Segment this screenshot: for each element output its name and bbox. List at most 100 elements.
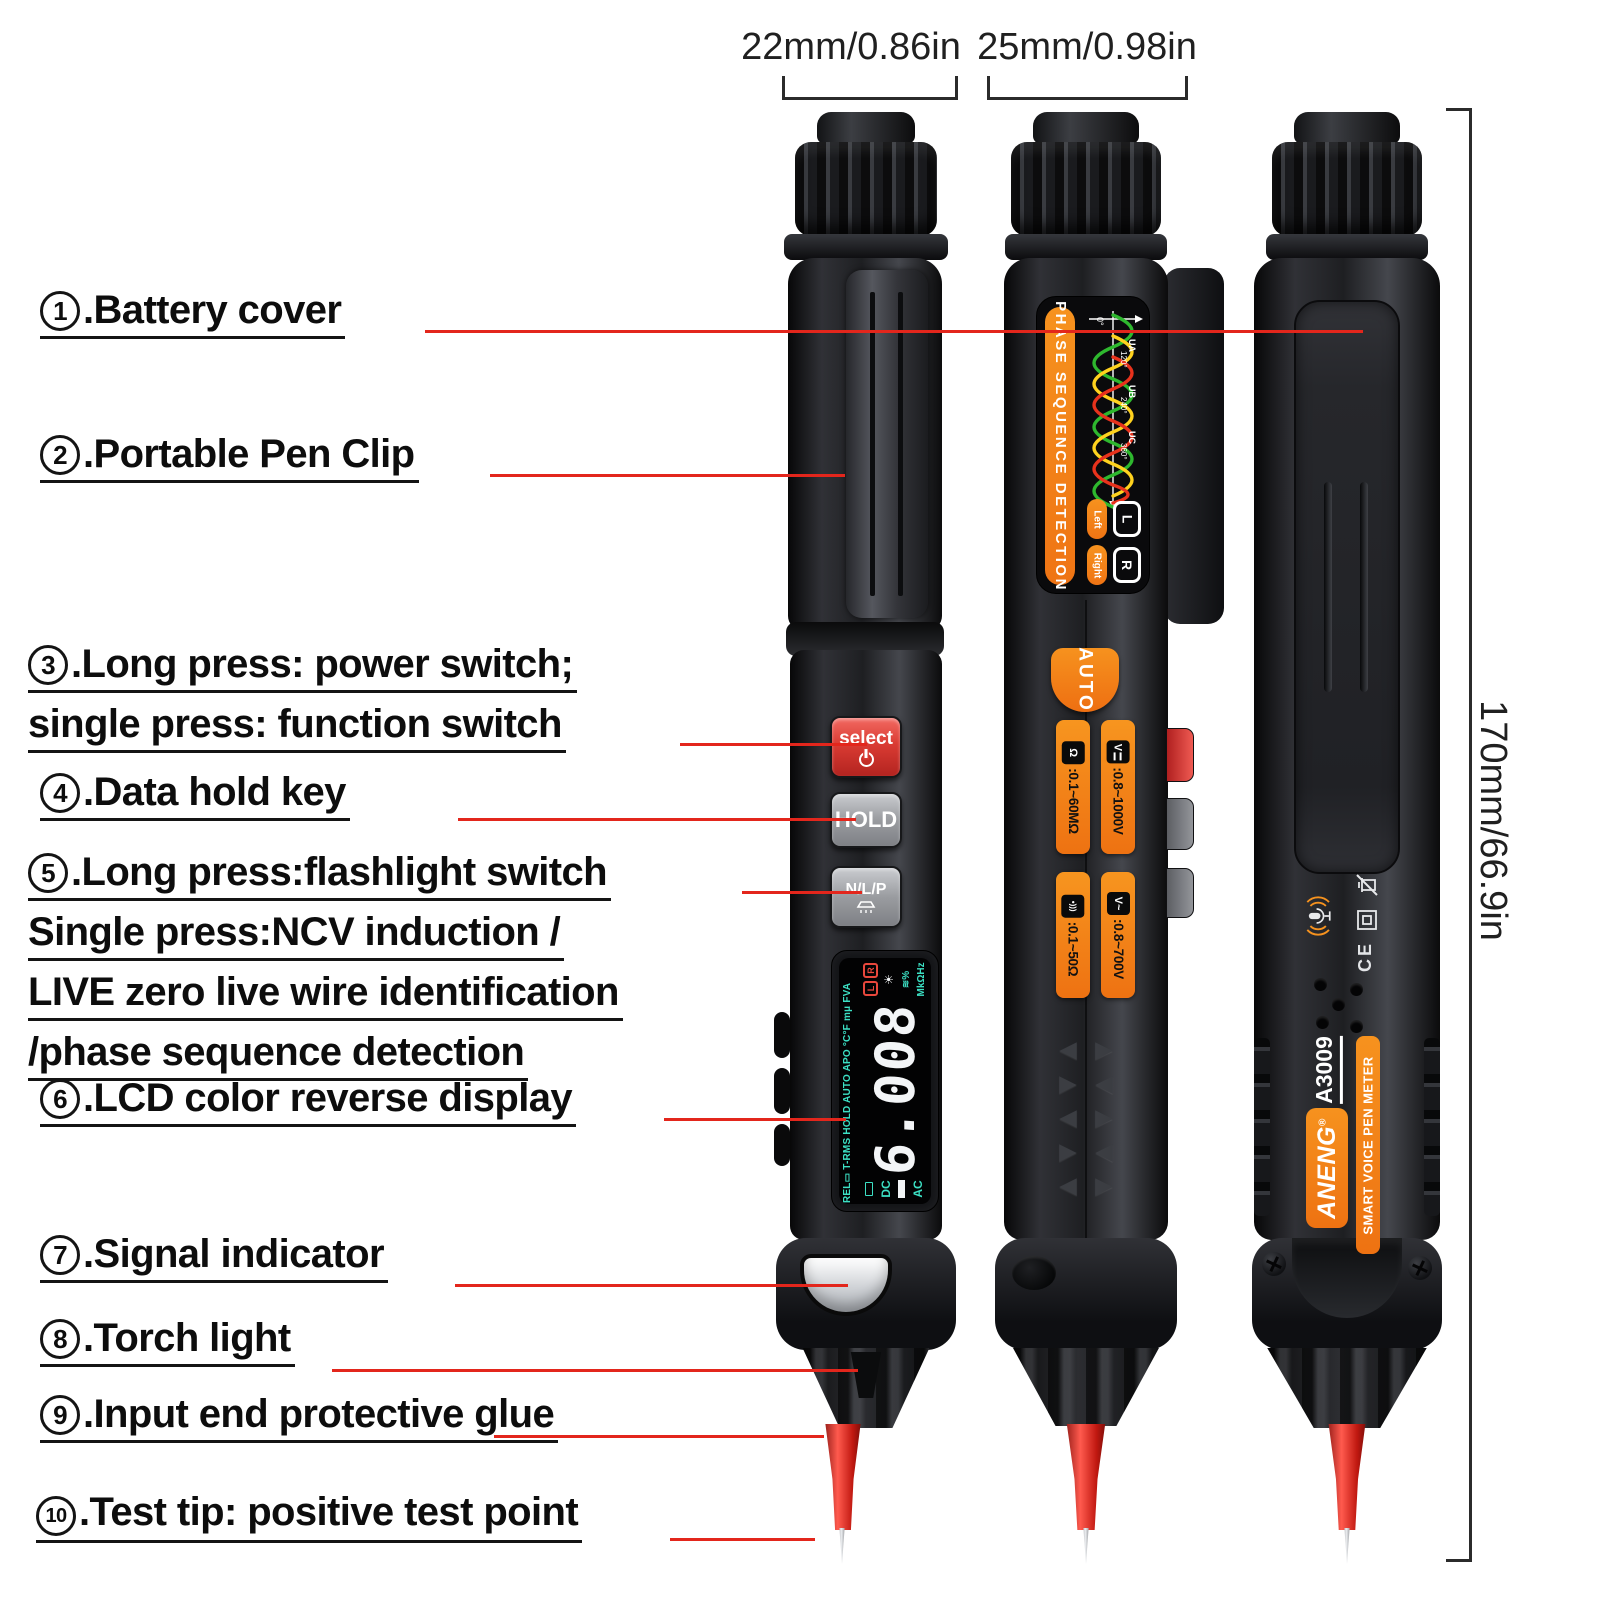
left-rotation-icon: L [1113, 501, 1141, 537]
grip-triangle-icon [1059, 1036, 1077, 1063]
pen3-cone [1267, 1348, 1427, 1428]
speaker-hole [1332, 998, 1345, 1011]
ce-mark: CE [1355, 940, 1376, 972]
lcd-digits: 6.008 [863, 1000, 927, 1178]
leader-torch-light [332, 1369, 858, 1372]
pen2-test-tip [1083, 1528, 1089, 1564]
pen1-side-ridge [774, 1012, 790, 1058]
pen1-side-ridge [774, 1068, 790, 1114]
pen1-cap-ring [784, 234, 948, 260]
dc-voltage-icon: V [1106, 739, 1130, 763]
dimension-pen-length: 170mm/66.9in [1471, 699, 1514, 941]
screw-icon [1408, 1256, 1432, 1280]
lcd-range-bar [898, 1180, 906, 1198]
phase-sequence-panel: PHASE SEQUENCE DETECTION 0° UA 120° UB 2… [1036, 296, 1150, 594]
annotation-signal-indicator: 7.Signal indicator [40, 1232, 388, 1292]
pen2-hold-side-button [1166, 798, 1194, 850]
phase-wave-chart: 0° UA 120° UB 240° UC 360° [1089, 311, 1143, 509]
lcd-screen: REL▭ T-RMS HOLD AUTO APO °C°F mμ FVA DC … [839, 958, 931, 1204]
battery-cover-groove [1324, 482, 1332, 692]
pen3-cap [1272, 142, 1422, 236]
ncv-percent-icon: ≋% [900, 970, 912, 989]
length-bracket [1446, 108, 1472, 1562]
spec-ac-voltage: V~:0.8~700V [1101, 872, 1135, 998]
live-neutral-icons: L R [863, 962, 879, 996]
wave-green [1092, 313, 1134, 509]
pen1-protective-glue [825, 1424, 861, 1530]
lcd-content: REL▭ T-RMS HOLD AUTO APO °C°F mμ FVA DC … [839, 959, 931, 1203]
annotation-test-tip: 10.Test tip: positive test point [36, 1490, 583, 1552]
right-rotation-pill: Right [1087, 545, 1107, 585]
lcd-units: MkΩHz [915, 962, 927, 997]
weee-bin-icon [1352, 870, 1382, 900]
svg-text:UB: UB [1127, 385, 1137, 398]
pen2-select-side-button [1166, 728, 1194, 782]
spec-continuity: •))):0.1~50Ω [1056, 872, 1090, 998]
double-insulation-icon [1353, 906, 1381, 934]
clip-groove [898, 292, 903, 596]
pen2-clip-side [1164, 268, 1224, 624]
pen3-cap-top [1294, 112, 1400, 144]
screw-icon [1262, 1252, 1286, 1276]
battery-cover [1294, 300, 1400, 874]
nlp-button: N/L/P [830, 866, 902, 928]
pen2-head [995, 1238, 1177, 1350]
pen2-cone [1013, 1348, 1159, 1426]
lcd-display: REL▭ T-RMS HOLD AUTO APO °C°F mμ FVA DC … [831, 950, 939, 1212]
leader-select-button [680, 743, 867, 746]
svg-text:120°: 120° [1119, 351, 1128, 368]
leader-test-tip [670, 1538, 815, 1541]
speaker-hole [1350, 1020, 1363, 1033]
lcd-units-column: L R ☀ ≋% MkΩHz [859, 958, 931, 1002]
ohm-icon: Ω [1061, 740, 1085, 764]
model-number: A3009 [1311, 1034, 1343, 1106]
pen2-grip-texture [1050, 1032, 1122, 1202]
leader-hold-button [458, 818, 856, 821]
pen2-nlp-side-button [1166, 868, 1194, 918]
width-bracket-left [782, 76, 958, 100]
flashlight-indicator-icon: ☀ [882, 974, 897, 985]
pen3-test-tip [1344, 1528, 1350, 1564]
svg-text:360°: 360° [1119, 443, 1128, 460]
grip-triangle-icon [1095, 1138, 1113, 1165]
annotation-lcd-display: 6.LCD color reverse display [40, 1076, 577, 1136]
flashlight-icon [856, 900, 876, 913]
grip-triangle-icon [1059, 1138, 1077, 1165]
pen1-cap [795, 142, 937, 236]
leader-lcd-display [664, 1118, 846, 1121]
pen3-side-ridge [1254, 1038, 1270, 1216]
battery-icon [864, 1182, 873, 1196]
annotation-battery-cover: 1.Battery cover [40, 288, 346, 348]
leader-nlp-button [742, 891, 862, 894]
pen2-cap-ring [1005, 234, 1167, 260]
speaker-hole [1350, 983, 1363, 996]
speaker-hole [1314, 978, 1327, 991]
annotation-data-hold: 4.Data hold key [40, 770, 350, 830]
svg-text:240°: 240° [1119, 397, 1128, 414]
spec-dc-voltage: V:0.8~1000V [1101, 720, 1135, 854]
buzzer-icon: •))) [1061, 894, 1085, 918]
grip-triangle-icon [1095, 1172, 1113, 1199]
annotation-torch-light: 8.Torch light [40, 1316, 295, 1376]
leader-signal-indicator [455, 1284, 848, 1287]
right-rotation-icon: R [1113, 547, 1141, 583]
width-bracket-middle [987, 76, 1188, 100]
annotation-power-switch: 3.Long press: power switch; single press… [28, 642, 578, 762]
clip-groove [870, 292, 875, 596]
grip-triangle-icon [1095, 1070, 1113, 1097]
pen2-protective-glue [1066, 1424, 1106, 1530]
wave-yellow [1092, 334, 1134, 498]
svg-text:UC: UC [1127, 431, 1137, 444]
grip-triangle-icon [1059, 1104, 1077, 1131]
leader-battery-cover [425, 330, 1363, 333]
pen3-cap-ring [1266, 234, 1428, 260]
spec-resistance: Ω:0.1~60MΩ [1056, 720, 1090, 854]
annotation-flashlight-ncv: 5.Long press:flashlight switch Single pr… [28, 850, 623, 1090]
pen-clip [846, 270, 928, 618]
phase-title-band: PHASE SEQUENCE DETECTION [1045, 301, 1075, 591]
svg-text:0°: 0° [1095, 317, 1105, 326]
dimension-middle-pen-width: 25mm/0.98in [977, 26, 1197, 68]
speaker-hole [1316, 1016, 1329, 1029]
lcd-status-row: REL▭ T-RMS HOLD AUTO APO °C°F mμ FVA [842, 982, 853, 1203]
lcd-mode-column: DC AC [859, 1175, 931, 1203]
